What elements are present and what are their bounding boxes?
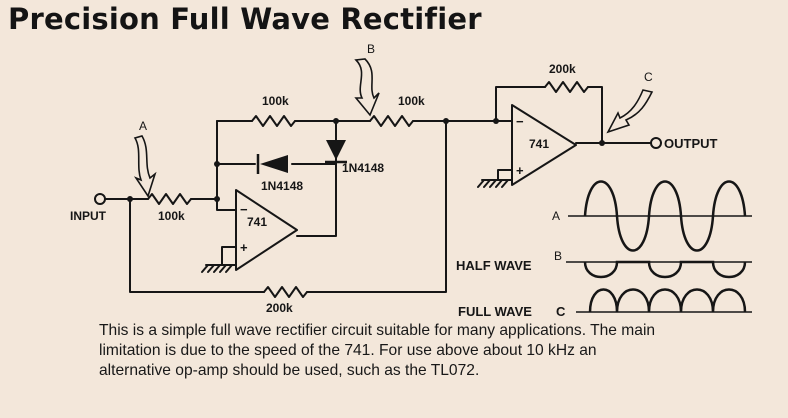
arrow-a (133, 135, 157, 198)
wire-opamp1-plus (221, 246, 237, 266)
page-title: Precision Full Wave Rectifier (8, 2, 482, 36)
opamp1-body (235, 189, 298, 271)
full-wave-label: FULL WAVE (458, 304, 532, 319)
diode1-label: 1N4148 (261, 179, 303, 193)
junction-dots (127, 118, 605, 202)
wire-bypass-right (306, 120, 447, 293)
caption-line-3: alternative op-amp should be used, such … (99, 362, 480, 379)
waveform-c-label: C (556, 304, 566, 319)
arrow-c (606, 89, 654, 134)
waveform-a (583, 180, 747, 252)
resistor-sum (369, 115, 414, 127)
resistor-sum-label: 100k (398, 94, 425, 108)
input-terminal (94, 193, 106, 205)
resistor-input (147, 193, 192, 205)
ground1 (201, 264, 237, 273)
caption-line-2: limitation is due to the speed of the 74… (99, 342, 597, 359)
output-terminal (650, 137, 662, 149)
wire-feedback2-left (495, 86, 546, 122)
caption-line-1: This is a simple full wave rectifier cir… (99, 322, 656, 339)
diode2 (325, 140, 347, 164)
waveform-c (588, 288, 747, 313)
opamp1-plus: + (240, 240, 248, 255)
ground2 (477, 179, 513, 188)
resistor-bypass-label: 200k (266, 301, 293, 315)
diode2-label: 1N4148 (342, 161, 384, 175)
resistor-feedback2-label: 200k (549, 62, 576, 76)
wire-input-down (129, 198, 265, 293)
opamp2-minus: − (516, 114, 524, 129)
point-b-label: B (367, 42, 375, 56)
point-a-label: A (139, 119, 147, 133)
resistor-feedback1-label: 100k (262, 94, 289, 108)
opamp2-body (511, 104, 577, 186)
caption: This is a simple full wave rectifier cir… (99, 321, 759, 381)
input-label: INPUT (70, 209, 107, 223)
opamp2-label: 741 (529, 137, 549, 151)
wire-inv-node (216, 120, 237, 211)
arrow-b (354, 58, 380, 117)
waveform-panel: A B C HALF WAVE FULL WAVE (456, 180, 752, 319)
diode1 (256, 154, 288, 174)
wire-opamp2-plus (497, 169, 513, 181)
half-wave-label: HALF WAVE (456, 258, 532, 273)
resistor-input-label: 100k (158, 209, 185, 223)
opamp2-plus: + (516, 163, 524, 178)
waveform-a-label: A (552, 209, 560, 223)
opamp1-minus: − (240, 202, 248, 217)
waveform-b (583, 260, 747, 279)
waveform-b-label: B (554, 249, 562, 263)
output-label: OUTPUT (664, 136, 718, 151)
opamp1-label: 741 (247, 215, 267, 229)
point-c-label: C (644, 70, 653, 84)
resistor-bypass (263, 286, 308, 298)
wire-feedback2-right (587, 86, 603, 144)
resistor-feedback2 (544, 81, 589, 93)
resistor-feedback1 (251, 115, 296, 127)
